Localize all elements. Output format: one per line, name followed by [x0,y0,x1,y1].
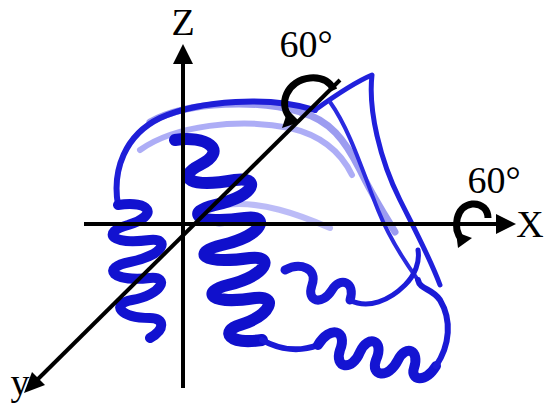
protein-ribbon [113,75,448,378]
angle-label: 60° [467,161,520,199]
axis-arrowheads [24,44,516,393]
rotation-arrow [456,204,488,248]
angle-label: 60° [279,25,332,63]
rotation-arrow [282,78,334,128]
axis-label: y [11,363,30,401]
coordinate-axes [35,58,505,388]
axis-label: Z [171,3,194,41]
axis-label: X [516,205,543,243]
